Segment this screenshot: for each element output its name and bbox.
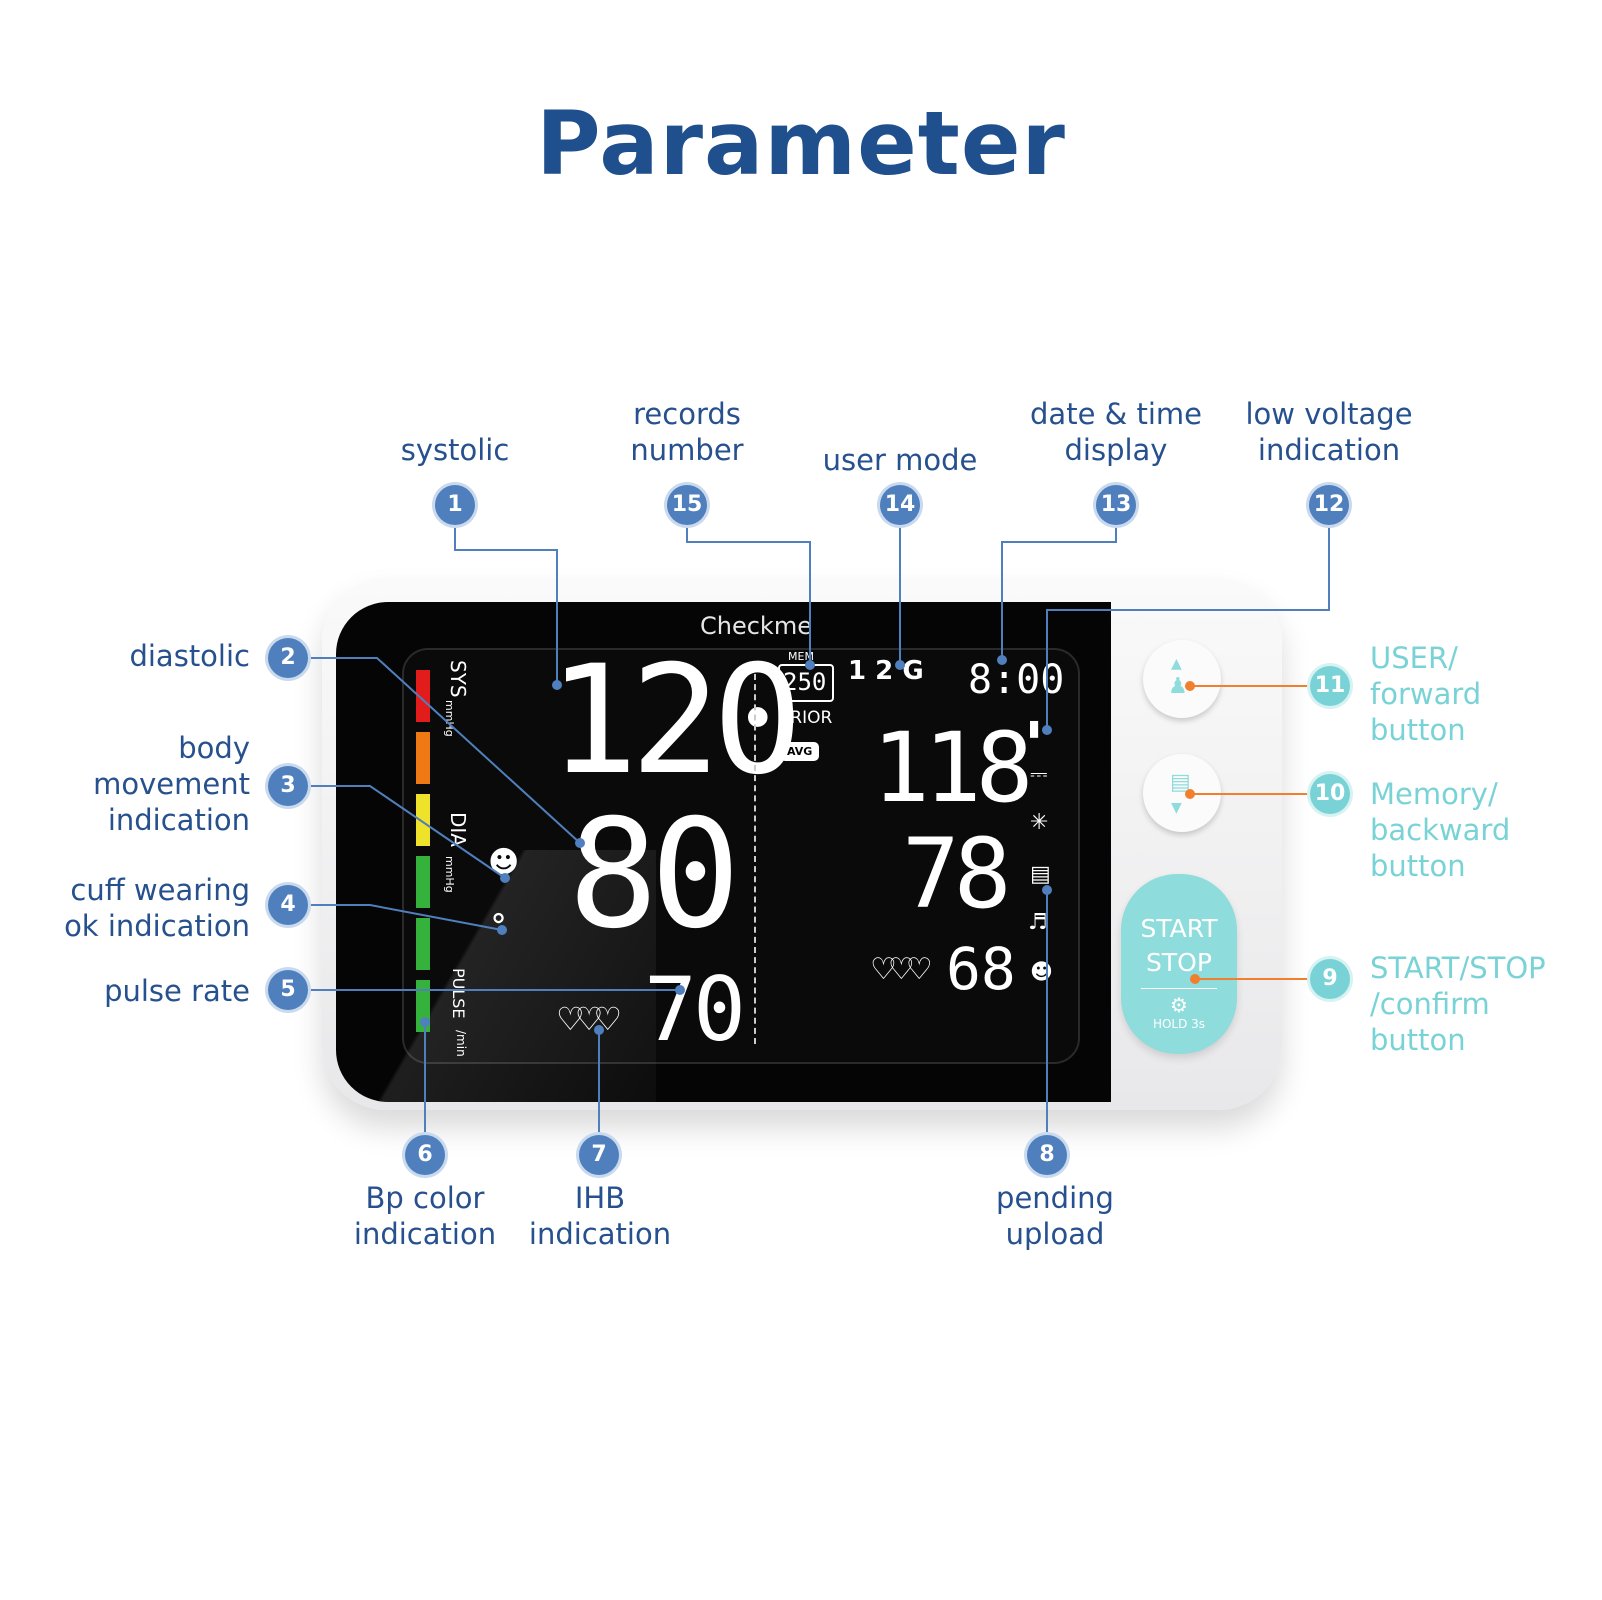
leader-line-2 [308, 657, 581, 844]
label-start-stop: START/STOP /confirm button [1370, 951, 1546, 1057]
secondary-pulse: 68 [946, 935, 1016, 1003]
callout-badge-2: 2 [268, 638, 308, 678]
callout-badge-14: 14 [880, 485, 920, 525]
secondary-systolic: 118 [872, 712, 1033, 824]
leader-line-12 [1046, 525, 1330, 730]
label-records-number: records number [630, 397, 744, 467]
label-user-mode: user mode [822, 443, 978, 477]
diastolic-value: 80 [568, 788, 741, 962]
callout-badge-10: 10 [1310, 774, 1350, 814]
screen-divider [754, 674, 756, 1044]
speaker-mute-icon: ♬ [1028, 910, 1048, 935]
leader-line-13 [1001, 525, 1117, 660]
label-body-movement: body movement indication [93, 731, 250, 837]
label-user-forward: USER/ forward button [1370, 641, 1482, 747]
callout-badge-13: 13 [1096, 485, 1136, 525]
power-plug-icon: ⎓ [1030, 762, 1048, 787]
user-mode-icons: 1 2 G [848, 656, 924, 686]
start-stop-button[interactable]: START STOP ⚙ HOLD 3s [1121, 874, 1237, 1054]
battery-icon: ▮ [1028, 716, 1041, 741]
leader-line-15 [686, 525, 811, 665]
memory-label: MEM [788, 650, 814, 663]
label-pending-upload: pending upload [996, 1181, 1114, 1251]
secondary-diastolic: 78 [902, 818, 1012, 930]
brand-logo: Checkme [700, 612, 812, 640]
callout-badge-7: 7 [579, 1135, 619, 1175]
screen-glare [336, 850, 656, 1102]
label-bp-color: Bp color indication [353, 1181, 497, 1251]
bp-color-bar [416, 732, 430, 784]
callout-badge-12: 12 [1309, 485, 1349, 525]
records-number: 250 [783, 668, 827, 696]
button-divider [1141, 988, 1217, 989]
avg-badge: AVG [780, 742, 820, 761]
user-icon: ♟ [1168, 674, 1188, 699]
bp-color-bar [416, 918, 430, 970]
label-systolic: systolic [400, 433, 510, 467]
pending-upload-icon: ▤ [1030, 862, 1051, 887]
bluetooth-icon: ✳ [1030, 810, 1049, 835]
callout-badge-1: 1 [435, 485, 475, 525]
label-date-time: date & time display [1030, 397, 1202, 467]
prior-label: PRIOR [780, 708, 833, 728]
systolic-value: 120 [548, 634, 803, 808]
callout-badge-3: 3 [268, 766, 308, 806]
start-label: START [1140, 914, 1218, 943]
bp-color-bar [416, 670, 430, 722]
leader-line-4 [308, 904, 503, 931]
label-ihb: IHB indication [528, 1181, 672, 1251]
user-2-icon: 2 [875, 656, 894, 686]
leader-line-1 [454, 525, 558, 685]
hold-label: HOLD 3s [1152, 1017, 1206, 1031]
pulse-value: 70 [644, 958, 746, 1061]
time-display: 8:00 [968, 657, 1065, 703]
bp-color-bar [416, 856, 430, 908]
secondary-ihb-icon: ♡♡♡ [870, 952, 933, 987]
callout-badge-5: 5 [268, 970, 308, 1010]
lcd-screen [402, 648, 1080, 1064]
callout-badge-8: 8 [1027, 1135, 1067, 1175]
memory-icon: ▤ [1170, 770, 1191, 795]
backward-icon: ▼ [1171, 800, 1182, 816]
user-forward-icon: ▲ [1171, 656, 1182, 672]
callout-badge-9: 9 [1310, 959, 1350, 999]
settings-gear-icon: ⚙ [1170, 993, 1188, 1017]
user-1-icon: 1 [848, 656, 867, 686]
ihb-heart-icon: ♡♡♡ [556, 1000, 622, 1038]
label-low-voltage: low voltage indication [1245, 397, 1413, 467]
callout-badge-4: 4 [268, 885, 308, 925]
callout-badge-11: 11 [1310, 666, 1350, 706]
label-cuff-wearing: cuff wearing ok indication [64, 873, 250, 943]
guest-user-icon: G [902, 656, 924, 686]
user-forward-button[interactable] [1143, 640, 1221, 718]
page-title: Parameter [536, 92, 1066, 195]
label-pulse-rate: pulse rate [104, 974, 250, 1008]
label-diastolic: diastolic [129, 639, 250, 673]
callout-badge-6: 6 [405, 1135, 445, 1175]
stop-label: STOP [1146, 948, 1212, 977]
bp-color-bar [416, 794, 430, 846]
leader-line-3 [308, 785, 506, 879]
callout-badge-15: 15 [667, 485, 707, 525]
label-memory-backward: Memory/ backward button [1370, 777, 1511, 883]
